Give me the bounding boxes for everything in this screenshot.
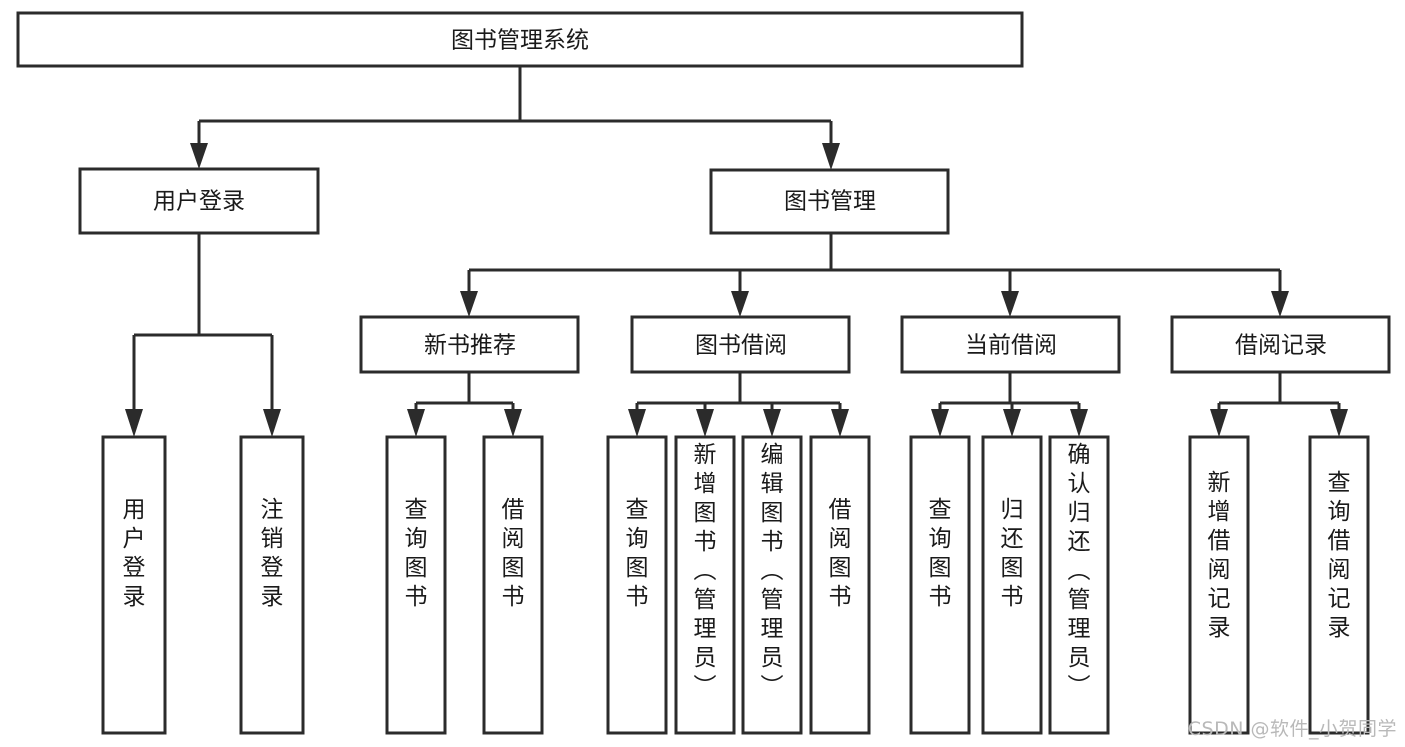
node-leaf-add-book[interactable]: 新增图书︵管理员︶ xyxy=(674,435,736,735)
arrow-head-current-borrow xyxy=(1001,291,1019,317)
node-leaf-borrow-book-1-label: 借阅图书 xyxy=(502,497,525,610)
node-leaf-query-book-2-label: 查询图书 xyxy=(626,497,649,610)
node-leaf-query-book-3-box[interactable] xyxy=(909,435,971,735)
node-current-borrow[interactable]: 当前借阅 xyxy=(900,315,1121,374)
node-root-box[interactable] xyxy=(16,11,1024,68)
node-leaf-logout-label: 注销登录 xyxy=(261,497,284,610)
node-leaf-query-book-2[interactable]: 查询图书 xyxy=(606,435,668,735)
arrow-head-leaf-edit-book xyxy=(763,409,781,437)
connector-group-book-borrow xyxy=(628,372,849,437)
arrow-head-leaf-query-book-1 xyxy=(407,409,425,437)
node-leaf-add-record-label: 新增借阅记录 xyxy=(1208,470,1231,641)
node-borrow-record-label: 借阅记录 xyxy=(1235,333,1327,359)
node-book-manage-label: 图书管理 xyxy=(784,189,876,215)
node-book-manage[interactable]: 图书管理 xyxy=(709,168,950,235)
node-leaf-borrow-book-1[interactable]: 借阅图书 xyxy=(482,435,544,735)
node-leaf-add-book-box[interactable] xyxy=(674,435,736,735)
node-leaf-return-book-label: 归还图书 xyxy=(1001,497,1024,610)
node-leaf-logout[interactable]: 注销登录 xyxy=(239,435,305,735)
arrow-head-leaf-query-book-3 xyxy=(931,409,949,437)
node-leaf-query-record-box[interactable] xyxy=(1308,435,1370,735)
node-book-borrow-box[interactable] xyxy=(630,315,851,374)
arrow-head-leaf-query-record xyxy=(1330,409,1348,437)
node-user-login-label: 用户登录 xyxy=(153,189,245,215)
node-leaf-query-book-3-label: 查询图书 xyxy=(929,497,952,610)
node-leaf-borrow-book-2[interactable]: 借阅图书 xyxy=(809,435,871,735)
node-leaf-edit-book-box[interactable] xyxy=(741,435,803,735)
connector-group-borrow-record xyxy=(1210,372,1348,437)
node-leaf-confirm-return-label: 确认归还︵管理员︶ xyxy=(1068,442,1091,700)
node-borrow-record[interactable]: 借阅记录 xyxy=(1170,315,1391,374)
arrow-head-leaf-add-book xyxy=(696,409,714,437)
node-leaf-user-login-box[interactable] xyxy=(101,435,167,735)
node-leaf-add-book-label: 新增图书︵管理员︶ xyxy=(694,442,717,700)
arrow-head-leaf-logout xyxy=(263,409,281,437)
node-book-borrow[interactable]: 图书借阅 xyxy=(630,315,851,374)
node-leaf-query-book-1-box[interactable] xyxy=(385,435,447,735)
arrow-head-leaf-query-book-2 xyxy=(628,409,646,437)
node-leaf-query-book-3[interactable]: 查询图书 xyxy=(909,435,971,735)
node-new-book-rec-box[interactable] xyxy=(359,315,580,374)
connector-group-book-manage xyxy=(460,233,1289,317)
connector-group-new-book-rec xyxy=(407,372,522,437)
connector-group-user-login xyxy=(125,233,281,437)
node-borrow-record-box[interactable] xyxy=(1170,315,1391,374)
node-new-book-rec-label: 新书推荐 xyxy=(424,333,516,359)
node-leaf-user-login[interactable]: 用户登录 xyxy=(101,435,167,735)
node-leaf-query-book-2-box[interactable] xyxy=(606,435,668,735)
arrow-head-borrow-record xyxy=(1271,291,1289,317)
arrow-head-leaf-add-record xyxy=(1210,409,1228,437)
node-leaf-borrow-book-2-label: 借阅图书 xyxy=(829,497,852,610)
node-leaf-edit-book-label: 编辑图书︵管理员︶ xyxy=(761,442,784,700)
arrow-head-book-manage xyxy=(822,143,840,170)
arrow-head-book-borrow xyxy=(731,291,749,317)
arrow-head-user-login xyxy=(190,143,208,169)
node-current-borrow-box[interactable] xyxy=(900,315,1121,374)
node-leaf-edit-book[interactable]: 编辑图书︵管理员︶ xyxy=(741,435,803,735)
node-leaf-logout-box[interactable] xyxy=(239,435,305,735)
node-leaf-borrow-book-1-box[interactable] xyxy=(482,435,544,735)
node-new-book-rec[interactable]: 新书推荐 xyxy=(359,315,580,374)
node-leaf-user-login-label: 用户登录 xyxy=(123,497,146,610)
node-leaf-add-record[interactable]: 新增借阅记录 xyxy=(1188,435,1250,735)
connector-group-current-borrow xyxy=(931,372,1088,437)
arrow-head-leaf-confirm-return xyxy=(1070,409,1088,437)
node-leaf-query-record[interactable]: 查询借阅记录 xyxy=(1308,435,1370,735)
node-current-borrow-label: 当前借阅 xyxy=(965,333,1057,359)
node-leaf-confirm-return-box[interactable] xyxy=(1048,435,1110,735)
node-user-login[interactable]: 用户登录 xyxy=(78,167,320,235)
node-leaf-confirm-return[interactable]: 确认归还︵管理员︶ xyxy=(1048,435,1110,735)
node-leaf-return-book-box[interactable] xyxy=(981,435,1043,735)
node-leaf-query-book-1-label: 查询图书 xyxy=(405,497,428,610)
node-book-borrow-label: 图书借阅 xyxy=(695,333,787,359)
node-leaf-borrow-book-2-box[interactable] xyxy=(809,435,871,735)
arrow-head-leaf-borrow-book-2 xyxy=(831,409,849,437)
node-leaf-return-book[interactable]: 归还图书 xyxy=(981,435,1043,735)
node-leaf-query-book-1[interactable]: 查询图书 xyxy=(385,435,447,735)
arrow-head-leaf-borrow-book-1 xyxy=(504,409,522,437)
arrow-head-leaf-return-book xyxy=(1003,409,1021,437)
node-book-manage-box[interactable] xyxy=(709,168,950,235)
arrow-head-leaf-user-login xyxy=(125,409,143,437)
node-root[interactable]: 图书管理系统 xyxy=(16,11,1024,68)
connector-group-root xyxy=(190,66,840,170)
arrow-head-new-book-rec xyxy=(460,291,478,317)
node-root-label: 图书管理系统 xyxy=(451,28,589,54)
node-user-login-box[interactable] xyxy=(78,167,320,235)
node-leaf-add-record-box[interactable] xyxy=(1188,435,1250,735)
node-leaf-query-record-label: 查询借阅记录 xyxy=(1328,470,1351,641)
